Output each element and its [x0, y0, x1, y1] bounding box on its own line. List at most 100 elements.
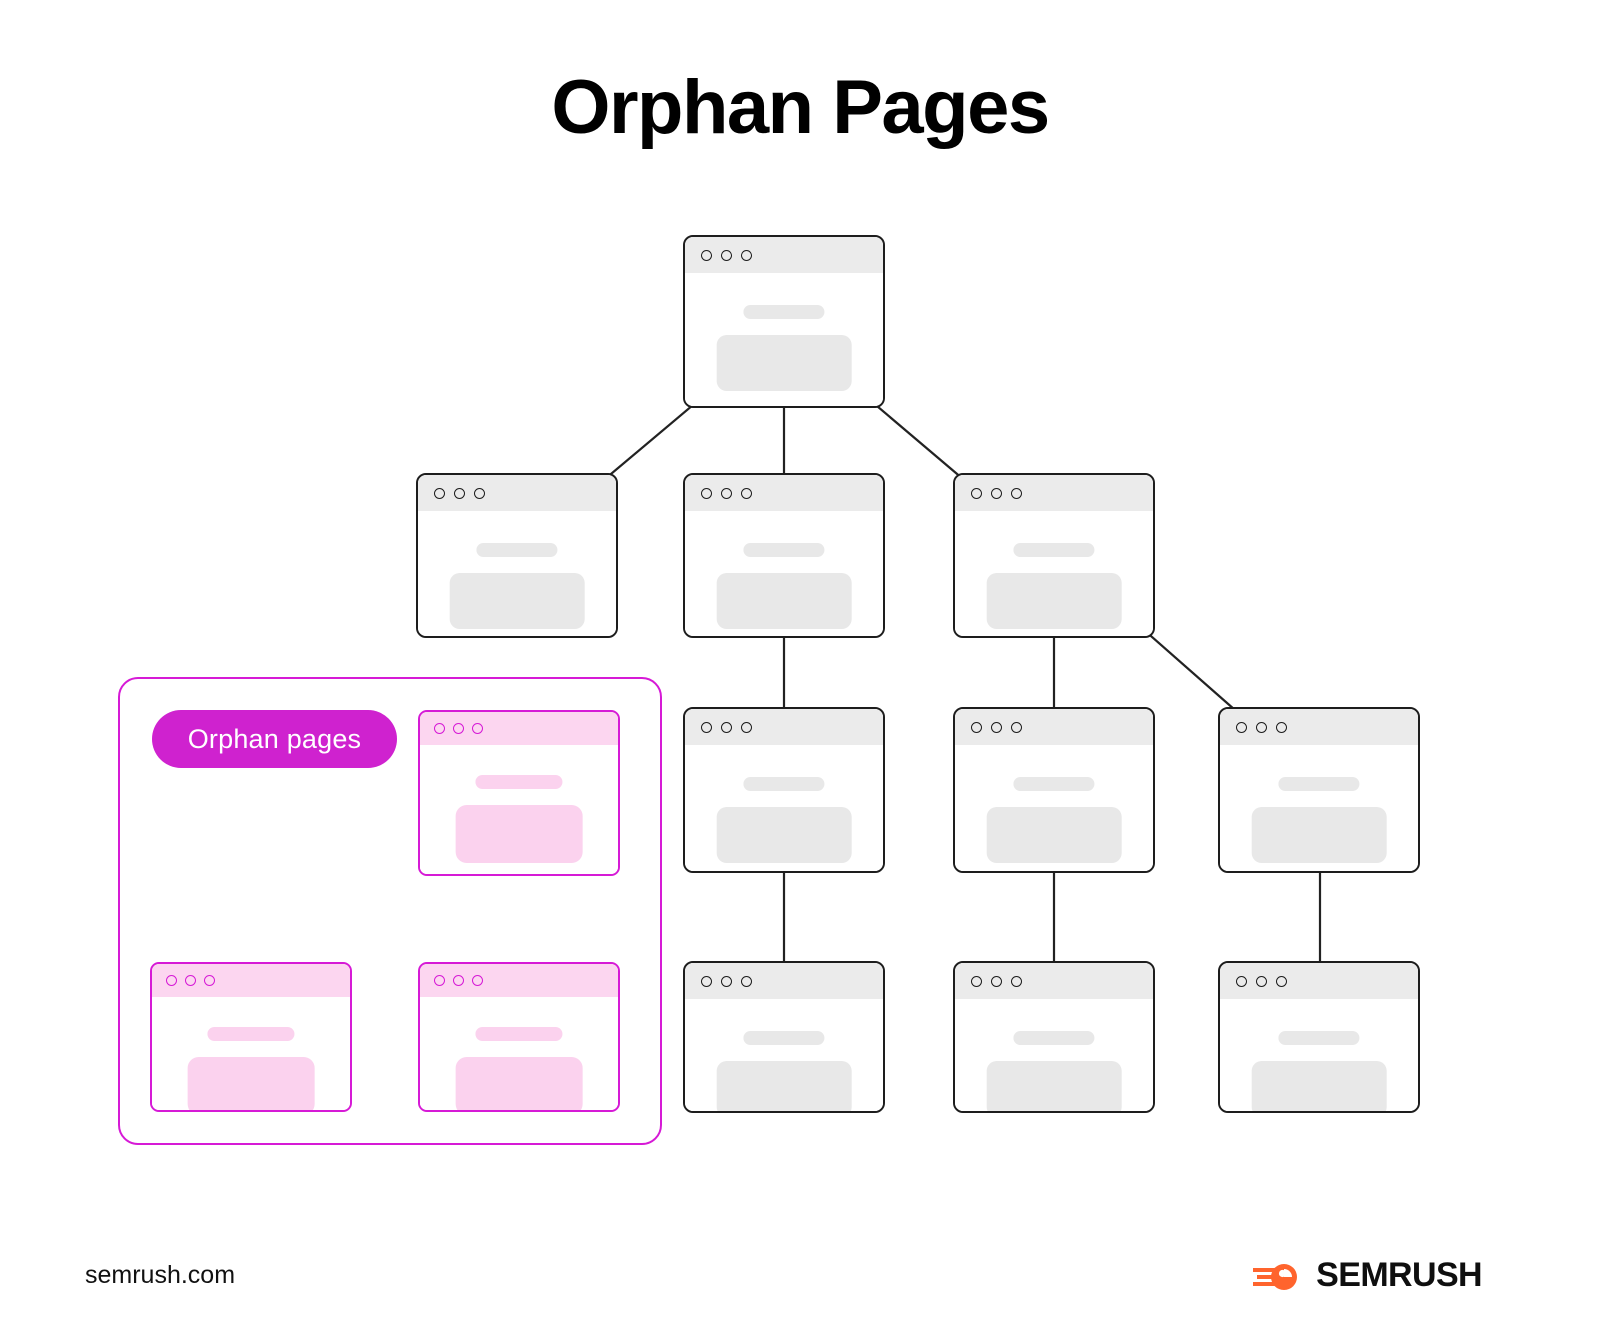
card-titlebar	[152, 964, 350, 997]
window-dot-icon	[991, 721, 1002, 733]
card-titlebar	[420, 964, 618, 997]
orphan-card-3[interactable]	[418, 962, 620, 1112]
window-dot-icon	[991, 975, 1002, 987]
window-dot-icon	[991, 487, 1002, 499]
card-titlebar	[685, 237, 883, 273]
placeholder-block	[716, 1061, 852, 1111]
page-title: Orphan Pages	[551, 65, 1050, 150]
card-titlebar	[420, 712, 618, 745]
footer-url: semrush.com	[85, 1261, 236, 1289]
card-titlebar	[955, 475, 1153, 511]
placeholder-line	[1278, 777, 1360, 791]
window-dot-icon	[166, 975, 177, 986]
window-dot-icon	[971, 721, 982, 733]
window-dot-icon	[1011, 721, 1022, 733]
card-body	[685, 511, 883, 636]
window-dot-icon	[204, 975, 215, 986]
card-body	[955, 511, 1153, 636]
placeholder-block	[986, 573, 1122, 629]
window-dot-icon	[721, 975, 732, 987]
window-dot-icon	[741, 721, 752, 733]
window-dot-icon	[971, 975, 982, 987]
card-body	[420, 745, 618, 874]
window-dot-icon	[1276, 721, 1287, 733]
orphan-pages-panel: Orphan pages	[118, 677, 662, 1145]
card-titlebar	[685, 963, 883, 999]
placeholder-line	[207, 1027, 295, 1041]
window-dot-icon	[1276, 975, 1287, 987]
window-dot-icon	[1236, 975, 1247, 987]
semrush-logo: SEMRUSH	[1251, 1256, 1483, 1295]
placeholder-block	[455, 1057, 583, 1110]
window-dot-icon	[1011, 487, 1022, 499]
window-dot-icon	[472, 723, 483, 734]
placeholder-line	[1013, 543, 1095, 557]
window-dot-icon	[721, 721, 732, 733]
tree-node-n4-2[interactable]	[953, 961, 1155, 1113]
window-dot-icon	[434, 975, 445, 986]
card-body	[685, 273, 883, 406]
placeholder-line	[743, 777, 825, 791]
window-dot-icon	[701, 975, 712, 987]
card-titlebar	[1220, 709, 1418, 745]
window-dot-icon	[701, 721, 712, 733]
placeholder-block	[716, 335, 852, 391]
window-dot-icon	[474, 487, 485, 499]
card-body	[1220, 999, 1418, 1111]
card-body	[685, 999, 883, 1111]
tree-node-n2-3[interactable]	[953, 473, 1155, 638]
placeholder-block	[986, 807, 1122, 863]
card-titlebar	[685, 709, 883, 745]
placeholder-block	[1251, 807, 1387, 863]
window-dot-icon	[1256, 975, 1267, 987]
orphan-pages-badge: Orphan pages	[152, 710, 397, 768]
card-titlebar	[1220, 963, 1418, 999]
semrush-logo-text: SEMRUSH	[1316, 1256, 1482, 1294]
window-dot-icon	[721, 487, 732, 499]
placeholder-block	[455, 805, 583, 863]
card-titlebar	[418, 475, 616, 511]
window-dot-icon	[741, 975, 752, 987]
placeholder-line	[475, 1027, 563, 1041]
placeholder-line	[1013, 777, 1095, 791]
card-titlebar	[955, 963, 1153, 999]
orphan-card-2[interactable]	[150, 962, 352, 1112]
card-body	[152, 997, 350, 1110]
placeholder-line	[476, 543, 558, 557]
tree-node-n4-1[interactable]	[683, 961, 885, 1113]
orphan-pages-badge-label: Orphan pages	[187, 723, 362, 754]
tree-node-root[interactable]	[683, 235, 885, 408]
card-titlebar	[955, 709, 1153, 745]
tree-node-n2-1[interactable]	[416, 473, 618, 638]
window-dot-icon	[472, 975, 483, 986]
tree-node-n2-2[interactable]	[683, 473, 885, 638]
window-dot-icon	[434, 487, 445, 499]
placeholder-block	[1251, 1061, 1387, 1111]
tree-node-n3-2[interactable]	[953, 707, 1155, 873]
window-dot-icon	[185, 975, 196, 986]
card-body	[420, 997, 618, 1110]
window-dot-icon	[701, 249, 712, 261]
orphan-card-1[interactable]	[418, 710, 620, 876]
placeholder-line	[743, 543, 825, 557]
window-dot-icon	[971, 487, 982, 499]
placeholder-line	[475, 775, 563, 789]
window-dot-icon	[721, 249, 732, 261]
tree-node-n4-3[interactable]	[1218, 961, 1420, 1113]
placeholder-block	[716, 573, 852, 629]
window-dot-icon	[434, 723, 445, 734]
window-dot-icon	[1256, 721, 1267, 733]
window-dot-icon	[1011, 975, 1022, 987]
window-dot-icon	[701, 487, 712, 499]
window-dot-icon	[741, 487, 752, 499]
window-dot-icon	[1236, 721, 1247, 733]
window-dot-icon	[454, 487, 465, 499]
placeholder-block	[449, 573, 585, 629]
tree-node-n3-1[interactable]	[683, 707, 885, 873]
tree-node-n3-3[interactable]	[1218, 707, 1420, 873]
placeholder-block	[716, 807, 852, 863]
placeholder-line	[743, 305, 825, 319]
placeholder-block	[986, 1061, 1122, 1111]
card-body	[955, 745, 1153, 871]
